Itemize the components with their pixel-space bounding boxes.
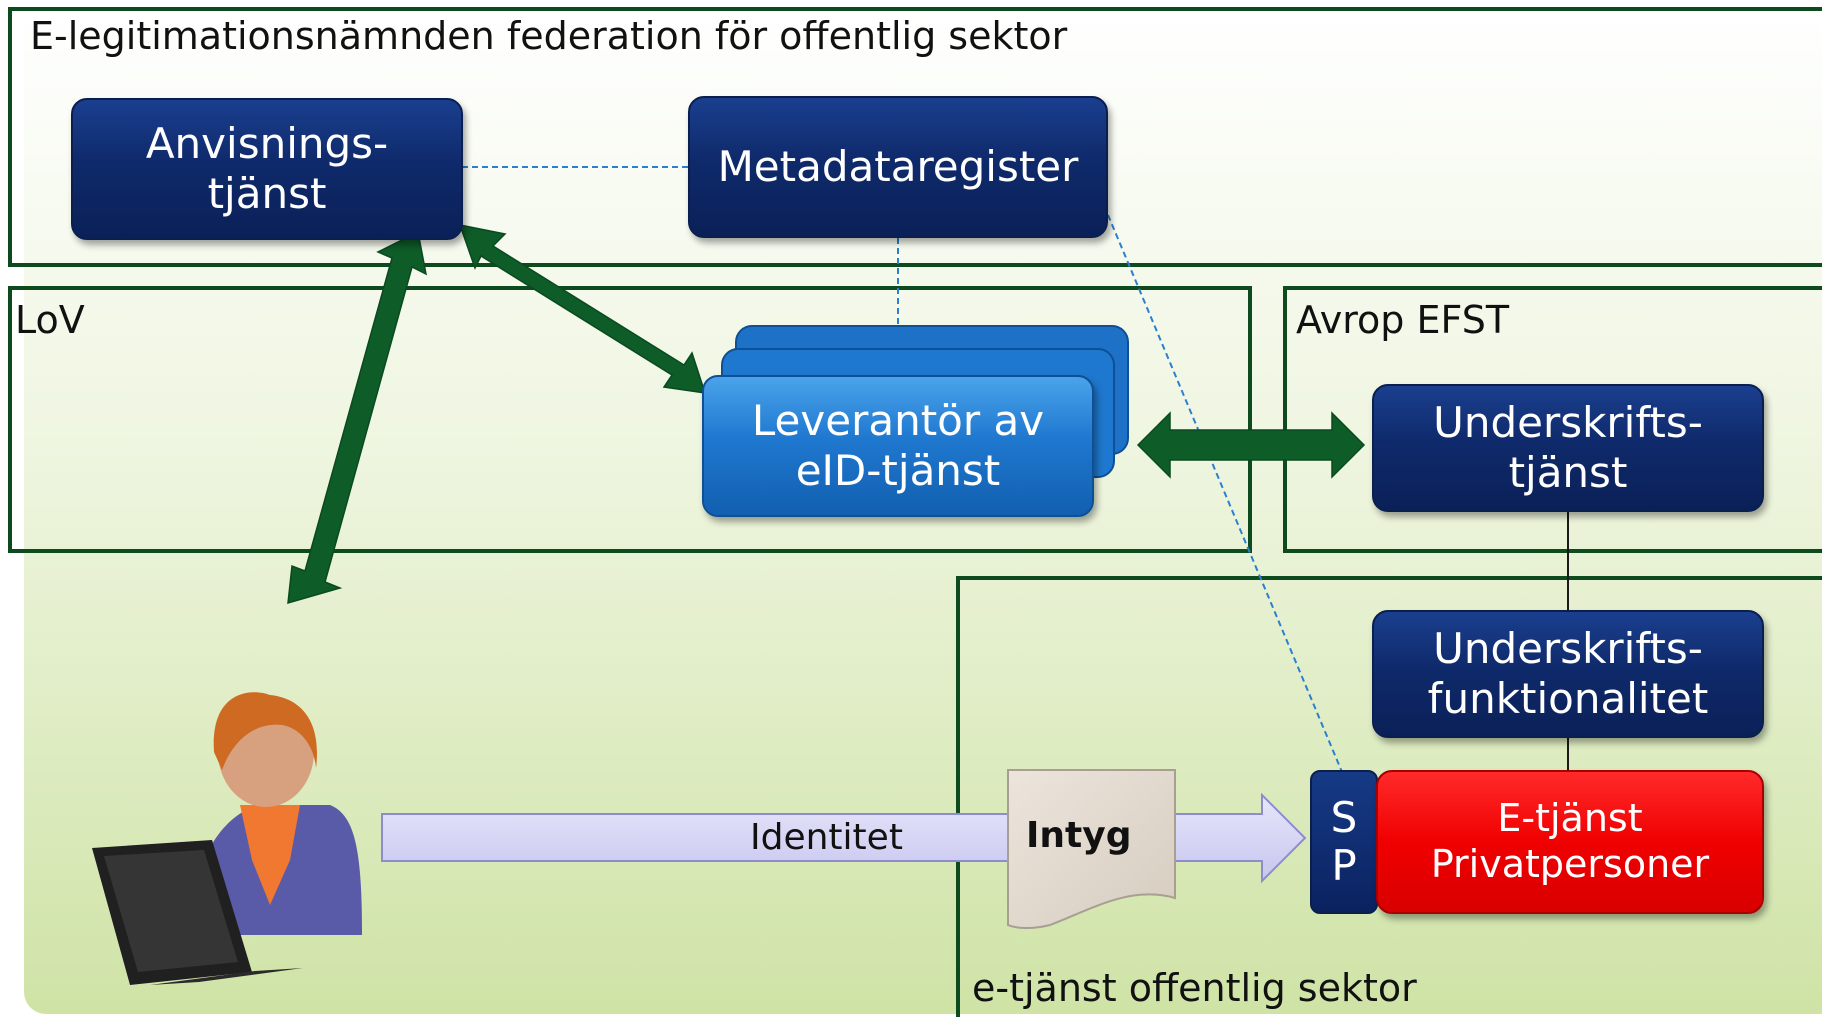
metadataregister-box: Metadataregister	[688, 96, 1108, 238]
arrow-leverantor-underskrift	[1136, 411, 1366, 479]
user-at-laptop-icon	[92, 692, 362, 985]
etjanst-frame	[956, 576, 1822, 1017]
intyg-label: Intyg	[1026, 815, 1132, 856]
sp-box: S P	[1310, 770, 1378, 914]
federation-frame	[8, 7, 1822, 267]
avrop-frame	[1283, 286, 1822, 553]
lov-label: LoV	[15, 298, 85, 342]
federation-label: E-legitimationsnämnden federation för of…	[30, 14, 1068, 58]
avrop-label: Avrop EFST	[1296, 298, 1510, 342]
sp-letter-p: P	[1331, 841, 1357, 890]
sp-letter-s: S	[1330, 792, 1358, 842]
intyg-document	[1007, 769, 1176, 929]
underskriftsfunktionalitet-label: Underskrifts- funktionalitet	[1427, 623, 1709, 723]
anvisningstjanst-label: Anvisnings- tjänst	[145, 118, 389, 218]
underskriftstjanst-box: Underskrifts- tjänst	[1372, 384, 1764, 512]
underskriftsfunktionalitet-box: Underskrifts- funktionalitet	[1372, 610, 1764, 738]
underskriftstjanst-label: Underskrifts- tjänst	[1433, 397, 1703, 497]
leverantor-eid-box: Leverantör av eID-tjänst	[702, 375, 1094, 517]
metadataregister-label: Metadataregister	[717, 141, 1079, 191]
lov-frame	[8, 286, 1252, 553]
anvisningstjanst-box: Anvisnings- tjänst	[71, 98, 463, 240]
leverantor-eid-label: Leverantör av eID-tjänst	[751, 395, 1045, 495]
etjanst-sektor-label: e-tjänst offentlig sektor	[972, 966, 1417, 1010]
dashed-metadata-sp	[1107, 214, 1343, 773]
etjanst-privatpersoner-label: E-tjänst Privatpersoner	[1430, 796, 1710, 886]
etjanst-privatpersoner-box: E-tjänst Privatpersoner	[1376, 770, 1764, 914]
identitet-label: Identitet	[750, 817, 903, 858]
arrow-user-anvisning	[287, 230, 428, 605]
